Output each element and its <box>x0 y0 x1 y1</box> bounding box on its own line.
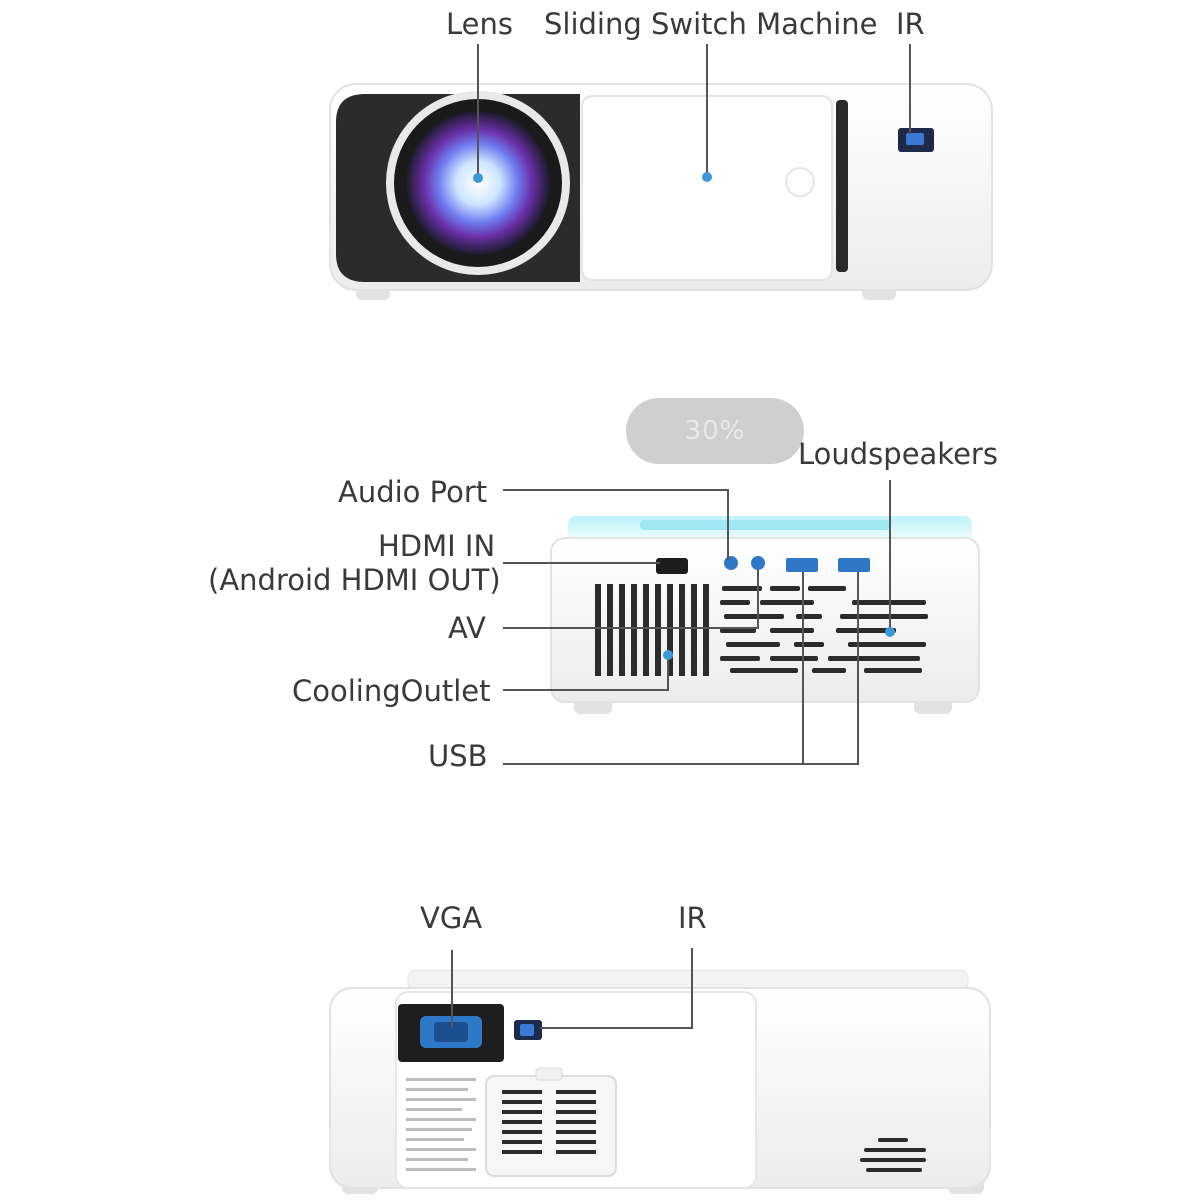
label-sliding-switch-machine: Sliding Switch Machine <box>544 7 878 41</box>
usb-callout <box>503 572 859 765</box>
back-view <box>503 480 980 765</box>
label-av: AV <box>448 611 486 645</box>
switch-callout-dot <box>702 172 712 182</box>
audio-port-jack <box>724 556 738 570</box>
label-side-ir: IR <box>678 901 707 935</box>
back-top-accent <box>640 520 890 530</box>
label-cooling-outlet: CoolingOutlet <box>292 674 491 708</box>
usb-port-2 <box>838 558 870 572</box>
label-vga: VGA <box>420 901 483 935</box>
hdmi-port <box>656 558 688 574</box>
cooling-callout <box>503 655 669 691</box>
label-lens: Lens <box>446 7 513 41</box>
switch-slot <box>836 100 848 272</box>
label-front-ir: IR <box>896 7 925 41</box>
loudspeaker-grille <box>720 586 928 673</box>
usb-port-1 <box>786 558 818 572</box>
cooling-grille <box>595 584 709 676</box>
label-usb: USB <box>428 739 488 773</box>
vga-connector-inner <box>434 1022 468 1042</box>
av-callout <box>503 570 759 629</box>
side-ir-sensor <box>520 1024 534 1036</box>
spec-sticker <box>406 1078 476 1171</box>
av-port-jack <box>751 556 765 570</box>
cooling-callout-dot <box>663 650 673 660</box>
label-hdmi-in: HDMI IN <box>378 529 496 563</box>
percent-badge: 30% <box>626 398 804 464</box>
lens-callout-dot <box>473 173 483 183</box>
label-android-hdmi-out: (Android HDMI OUT) <box>208 563 501 597</box>
audio-port-callout <box>503 489 729 560</box>
label-audio-port: Audio Port <box>338 475 488 509</box>
side-speaker-holes <box>860 1138 926 1172</box>
side-view <box>329 948 991 1194</box>
front-view <box>329 44 993 300</box>
side-vent-slots <box>502 1090 596 1154</box>
cover-logo-mark <box>785 167 815 197</box>
front-ir-sensor <box>906 133 924 145</box>
vent-tab <box>535 1067 563 1081</box>
side-ir-callout <box>540 948 693 1029</box>
label-loudspeakers: Loudspeakers <box>798 437 998 471</box>
loudspeaker-callout-dot <box>885 627 895 637</box>
